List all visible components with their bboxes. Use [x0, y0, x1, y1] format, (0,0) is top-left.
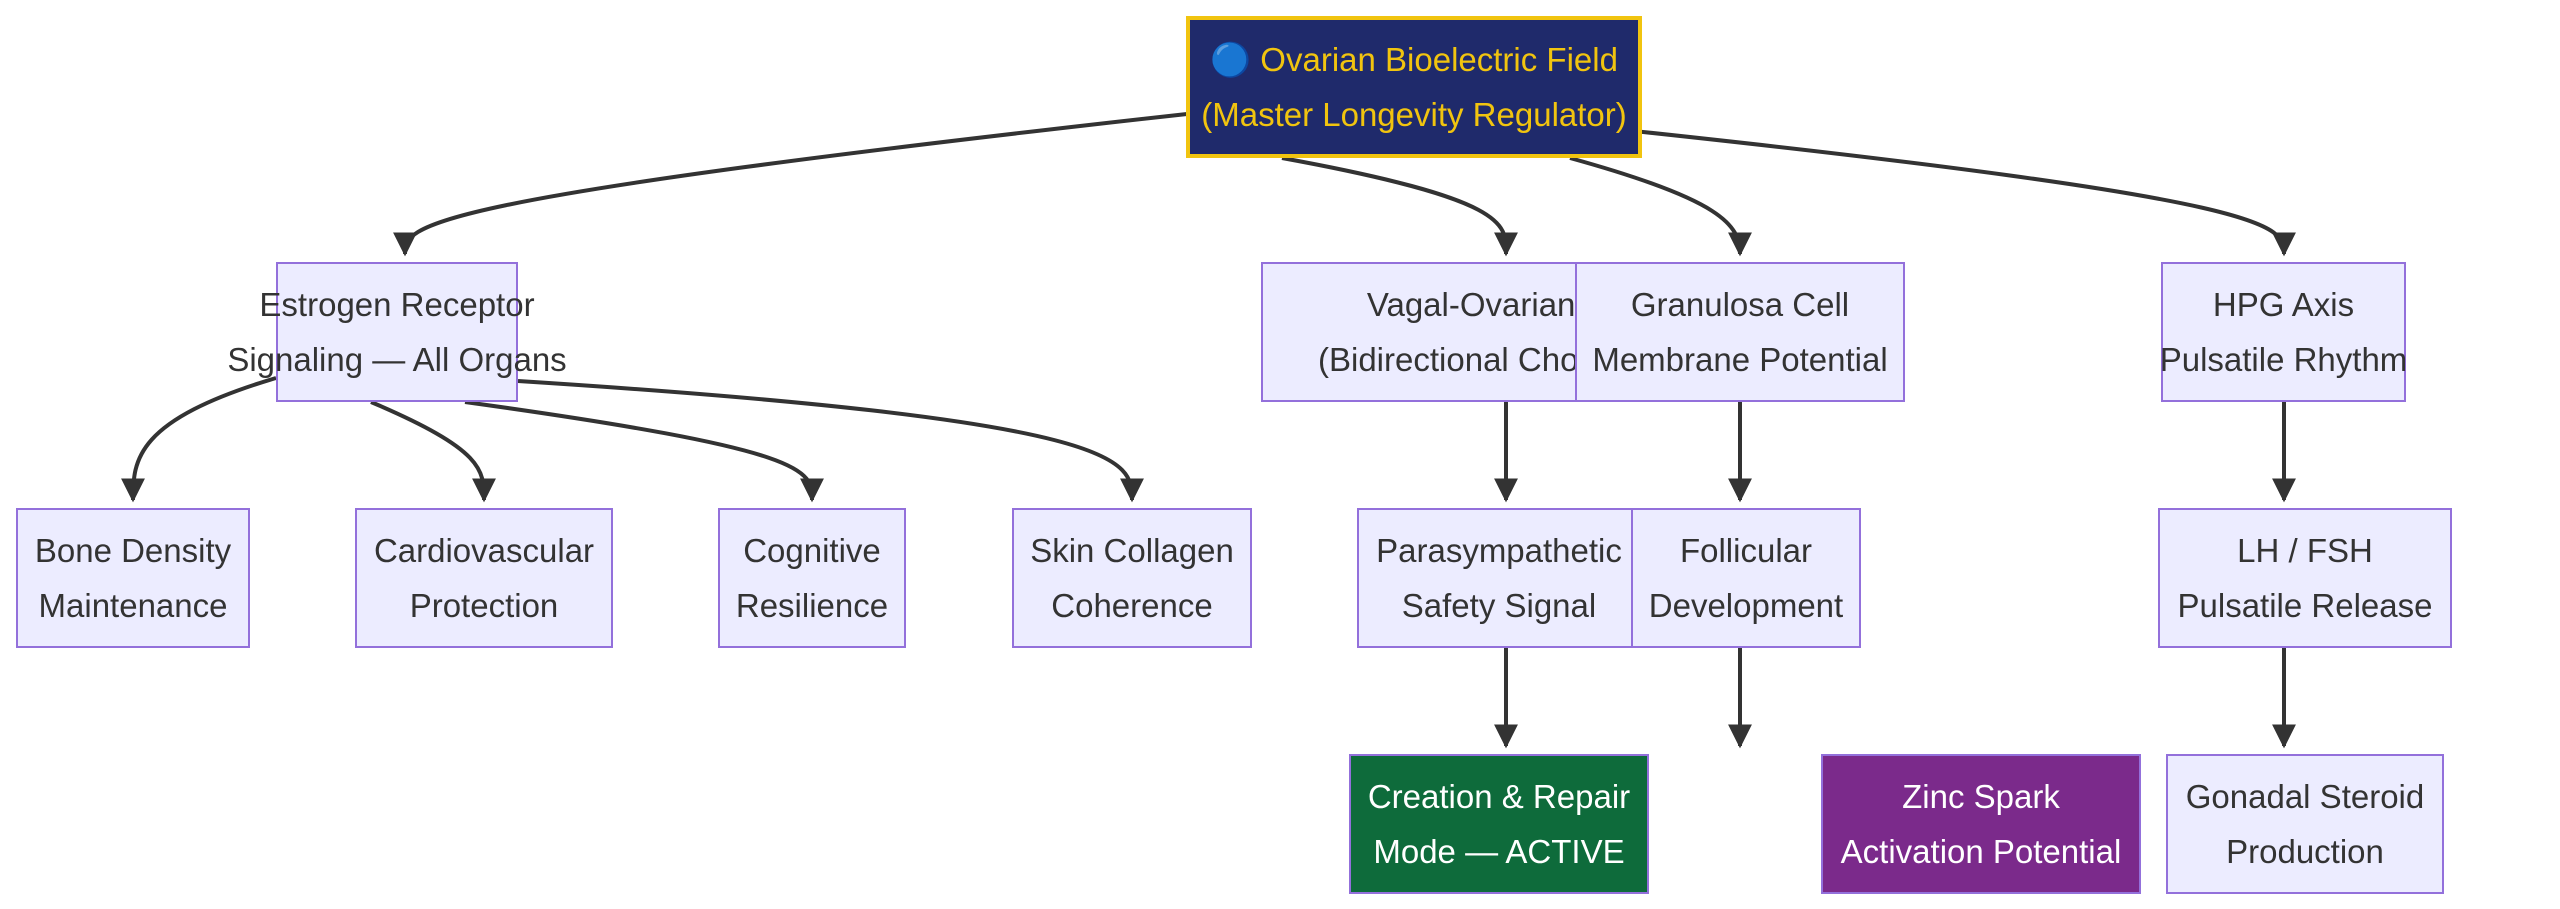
- node-parasympathetic: Parasympathetic Safety Signal: [1357, 508, 1641, 648]
- edge-estrogen-bone: [121, 376, 277, 503]
- node-label-line1: Zinc Spark: [1902, 778, 2060, 815]
- node-label-line1: HPG Axis: [2212, 286, 2355, 323]
- node-label-line1: Follicular: [1679, 532, 1813, 569]
- node-label-line1: Bone Density: [34, 532, 232, 569]
- node-skin-collagen: Skin Collagen Coherence: [1012, 508, 1252, 648]
- node-label-line2: Maintenance: [38, 587, 228, 624]
- node-label-line2: Activation Potential: [1840, 833, 2122, 870]
- node-hpg-axis: HPG Axis Pulsatile Rhythm: [2159, 262, 2408, 402]
- node-label-line1: Estrogen Receptor: [259, 286, 535, 323]
- node-zinc-spark: Zinc Spark Activation Potential: [1821, 754, 2141, 894]
- node-label-line2: Coherence: [1051, 587, 1213, 624]
- edge-root-estrogen: [393, 111, 1197, 257]
- node-label-line2: (Master Longevity Regulator): [1201, 96, 1627, 133]
- node-label-line1: Cognitive: [743, 532, 881, 569]
- node-label-line1: Granulosa Cell: [1630, 286, 1850, 323]
- edge-estrogen-skin: [517, 379, 1144, 503]
- edge-estrogen-cognitive: [464, 400, 824, 503]
- node-label-line2: Pulsatile Rhythm: [2159, 341, 2408, 378]
- edge-estrogen-cardio: [370, 400, 496, 503]
- node-label-line2: Safety Signal: [1401, 587, 1597, 624]
- node-label-line2: Mode — ACTIVE: [1373, 833, 1625, 870]
- node-label-line2: Production: [2226, 833, 2384, 870]
- node-label-line1: 🔵 Ovarian Bioelectric Field: [1210, 41, 1618, 78]
- node-cognitive: Cognitive Resilience: [718, 508, 906, 648]
- node-ovarian-bioelectric-field: 🔵 Ovarian Bioelectric Field (Master Long…: [1186, 16, 1642, 158]
- node-cardiovascular: Cardiovascular Protection: [355, 508, 613, 648]
- node-label-line1: Cardiovascular: [373, 532, 595, 569]
- edge-root-granulosa: [1569, 156, 1752, 257]
- node-estrogen-receptor: Estrogen Receptor Signaling — All Organs: [227, 262, 567, 402]
- node-label-line2: Membrane Potential: [1592, 341, 1888, 378]
- node-follicular-development: Follicular Development: [1631, 508, 1861, 648]
- node-label-line2: Development: [1648, 587, 1844, 624]
- node-label-line1: Parasympathetic: [1376, 532, 1622, 569]
- node-label-line2: Protection: [409, 587, 559, 624]
- node-label-line2: Resilience: [735, 587, 889, 624]
- node-label-line2: Pulsatile Release: [2177, 587, 2433, 624]
- node-label-line1: Gonadal Steroid: [2185, 778, 2425, 815]
- node-gonadal-steroid: Gonadal Steroid Production: [2166, 754, 2444, 894]
- node-bone-density: Bone Density Maintenance: [16, 508, 250, 648]
- edge-root-vagal: [1281, 156, 1519, 257]
- node-granulosa-cell: Granulosa Cell Membrane Potential: [1575, 262, 1905, 402]
- node-label-line2: Signaling — All Organs: [227, 341, 567, 378]
- node-label-line1: LH / FSH: [2237, 532, 2373, 569]
- edge-root-hpg: [1633, 129, 2296, 257]
- node-creation-repair-mode: Creation & Repair Mode — ACTIVE: [1349, 754, 1649, 894]
- node-label-line1: Skin Collagen: [1030, 532, 1234, 569]
- node-label-line1: Creation & Repair: [1367, 778, 1631, 815]
- node-lh-fsh: LH / FSH Pulsatile Release: [2158, 508, 2452, 648]
